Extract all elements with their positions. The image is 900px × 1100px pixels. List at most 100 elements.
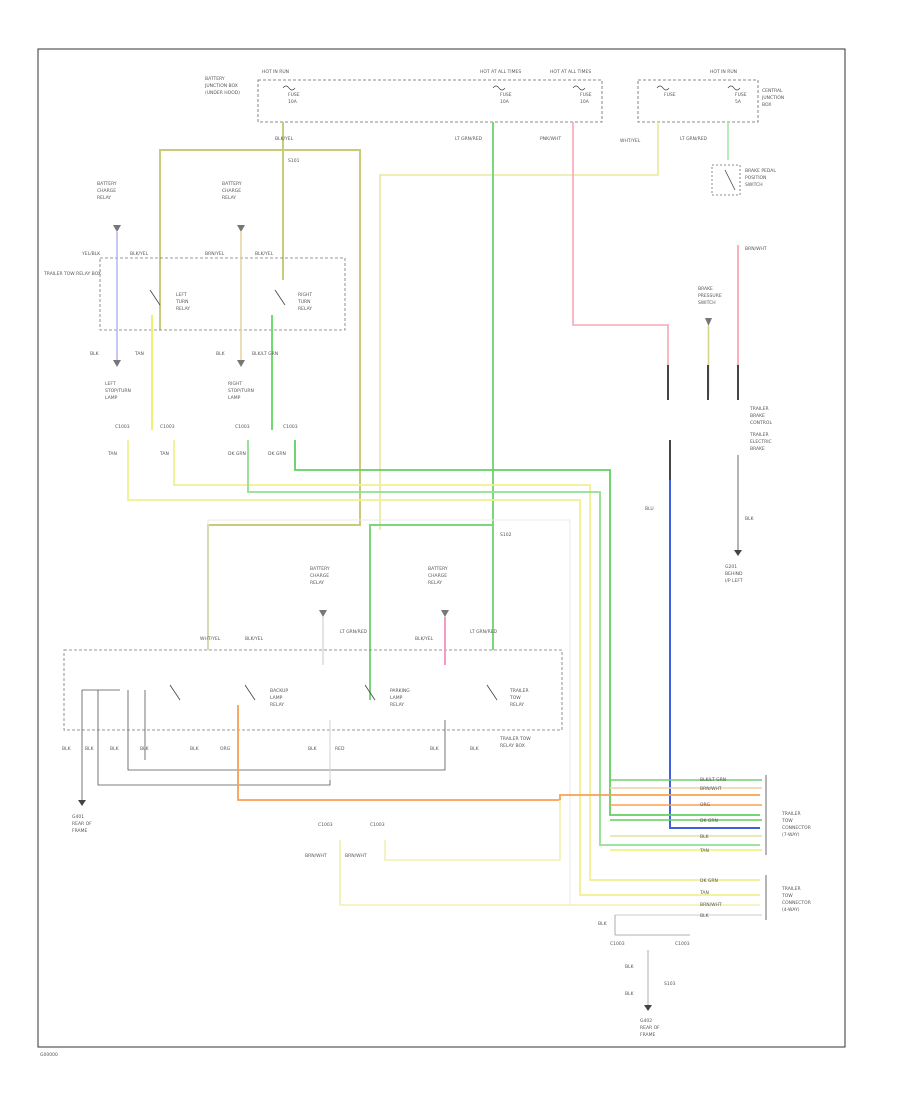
svg-text:TURN: TURN	[175, 299, 189, 305]
svg-text:BRAKE PEDAL: BRAKE PEDAL	[745, 168, 776, 174]
svg-text:TOW: TOW	[781, 893, 793, 899]
svg-text:C1003: C1003	[283, 424, 298, 430]
wire-label: BLK/YEL	[275, 136, 294, 142]
connector-group-bottom: C1003 C1003 BRN/WHT BRN/WHT	[305, 822, 385, 859]
fuse-box-sub: JUNCTION BOX	[204, 83, 238, 89]
wire-label: WHT/YEL	[620, 138, 641, 144]
svg-text:CHARGE: CHARGE	[310, 573, 329, 579]
svg-text:RELAY: RELAY	[97, 195, 111, 201]
wire-yellow-bus-1	[127, 440, 760, 896]
fuse-box-title: HOT IN RUN	[262, 69, 289, 75]
svg-text:BRN/YEL: BRN/YEL	[205, 251, 225, 257]
ground-right: G201 BEHIND I/P LEFT BLK	[725, 455, 755, 584]
wire-label: LT GRN/RED	[455, 136, 483, 142]
svg-text:TAN: TAN	[699, 890, 709, 896]
svg-text:STOP/TURN: STOP/TURN	[228, 388, 254, 394]
svg-text:BLK: BLK	[85, 746, 95, 752]
svg-text:PARKING: PARKING	[390, 688, 410, 694]
svg-text:ORG: ORG	[220, 746, 231, 752]
fuse-box-sub: BOX	[762, 102, 771, 108]
svg-text:LAMP: LAMP	[390, 695, 403, 701]
svg-text:RELAY: RELAY	[298, 306, 312, 312]
svg-text:C1003: C1003	[675, 941, 690, 947]
svg-text:BRN/WHT: BRN/WHT	[345, 853, 367, 859]
svg-text:LEFT: LEFT	[105, 381, 116, 387]
svg-text:WHT/YEL: WHT/YEL	[200, 636, 221, 642]
svg-text:BLK: BLK	[625, 964, 635, 970]
svg-text:BACKUP: BACKUP	[270, 688, 288, 694]
svg-text:STOP/TURN: STOP/TURN	[105, 388, 131, 394]
wire-thin	[207, 519, 571, 905]
fuse-box-title: HOT AT ALL TIMES	[550, 69, 591, 75]
svg-text:LAMP: LAMP	[105, 395, 118, 401]
fuse-box-title: HOT AT ALL TIMES	[480, 69, 521, 75]
svg-text:POSITION: POSITION	[745, 175, 766, 181]
svg-text:BLK: BLK	[190, 746, 200, 752]
svg-text:BLK/LT GRN: BLK/LT GRN	[252, 351, 278, 357]
svg-text:BLU: BLU	[645, 506, 654, 512]
fuse-box-title: HOT IN RUN	[710, 69, 737, 75]
svg-text:DK GRN: DK GRN	[228, 451, 246, 457]
svg-text:SWITCH: SWITCH	[698, 300, 716, 306]
svg-text:BLK: BLK	[470, 746, 480, 752]
svg-text:BLK: BLK	[598, 921, 608, 927]
svg-text:TRAILER: TRAILER	[749, 406, 769, 412]
svg-text:C1003: C1003	[160, 424, 175, 430]
wire-green-bus-2	[294, 440, 760, 816]
svg-text:S103: S103	[664, 981, 676, 987]
svg-text:BLK: BLK	[110, 746, 120, 752]
fuse-value: 10A	[580, 99, 590, 105]
fuse-value: 5A	[735, 99, 742, 105]
svg-text:C1003: C1003	[318, 822, 333, 828]
relay-box-top: TRAILER TOW RELAY BOX BATTERY CHARGE REL…	[43, 181, 346, 360]
svg-text:(7-WAY): (7-WAY)	[782, 832, 800, 838]
svg-text:BLK/YEL: BLK/YEL	[130, 251, 149, 257]
svg-text:BLK/YEL: BLK/YEL	[245, 636, 264, 642]
svg-text:TRAILER TOW: TRAILER TOW	[499, 736, 531, 742]
svg-text:(4-WAY): (4-WAY)	[782, 907, 800, 913]
svg-text:C1003: C1003	[115, 424, 130, 430]
svg-text:PRESSURE: PRESSURE	[698, 293, 722, 299]
diagram-frame	[37, 48, 846, 1048]
svg-text:RELAY: RELAY	[428, 580, 442, 586]
svg-text:BLK: BLK	[90, 351, 100, 357]
svg-text:I/P LEFT: I/P LEFT	[725, 578, 743, 584]
svg-text:BLK: BLK	[308, 746, 318, 752]
svg-text:TOW: TOW	[781, 818, 793, 824]
svg-text:BLK/YEL: BLK/YEL	[255, 251, 274, 257]
svg-text:CONNECTOR: CONNECTOR	[782, 825, 811, 831]
left-lamp-module: LEFT STOP/TURN LAMP BLK	[90, 351, 131, 401]
top-fuse-box-left: HOT IN RUN BATTERY JUNCTION BOX (UNDER H…	[204, 69, 603, 123]
wire-green-bus-1	[247, 440, 760, 846]
diagram-code: G00000	[40, 1052, 58, 1058]
svg-text:ELECTRIC: ELECTRIC	[750, 439, 772, 445]
svg-text:BATTERY: BATTERY	[310, 566, 330, 572]
svg-text:CHARGE: CHARGE	[97, 188, 116, 194]
svg-text:TAN: TAN	[107, 451, 117, 457]
svg-text:DK GRN: DK GRN	[700, 878, 718, 884]
svg-text:BRN/WHT: BRN/WHT	[700, 902, 722, 908]
svg-text:LAMP: LAMP	[228, 395, 241, 401]
svg-text:G402: G402	[640, 1018, 652, 1024]
top-fuse-box-right: HOT IN RUN CENTRAL JUNCTION BOX FUSE FUS…	[637, 69, 784, 123]
svg-text:YEL/BLK: YEL/BLK	[81, 251, 101, 257]
fuse-value: 10A	[288, 99, 298, 105]
fuse-label: FUSE	[500, 92, 512, 98]
svg-text:RELAY: RELAY	[390, 702, 404, 708]
svg-text:TAN: TAN	[699, 848, 709, 854]
ground-left: G401 REAR OF FRAME	[72, 690, 92, 834]
svg-text:BRAKE: BRAKE	[698, 286, 713, 292]
wire-yellow-low-1	[339, 840, 760, 906]
svg-text:DK GRN: DK GRN	[268, 451, 286, 457]
svg-text:BLK: BLK	[700, 913, 710, 919]
wire-green	[369, 524, 493, 700]
svg-text:BLK: BLK	[625, 991, 635, 997]
svg-text:REAR OF: REAR OF	[640, 1025, 660, 1031]
fuse-label: FUSE	[735, 92, 747, 98]
svg-text:BLK: BLK	[140, 746, 150, 752]
svg-text:TAN: TAN	[134, 351, 144, 357]
svg-text:RED: RED	[335, 746, 345, 752]
svg-text:RELAY: RELAY	[222, 195, 236, 201]
svg-text:RELAY: RELAY	[176, 306, 190, 312]
